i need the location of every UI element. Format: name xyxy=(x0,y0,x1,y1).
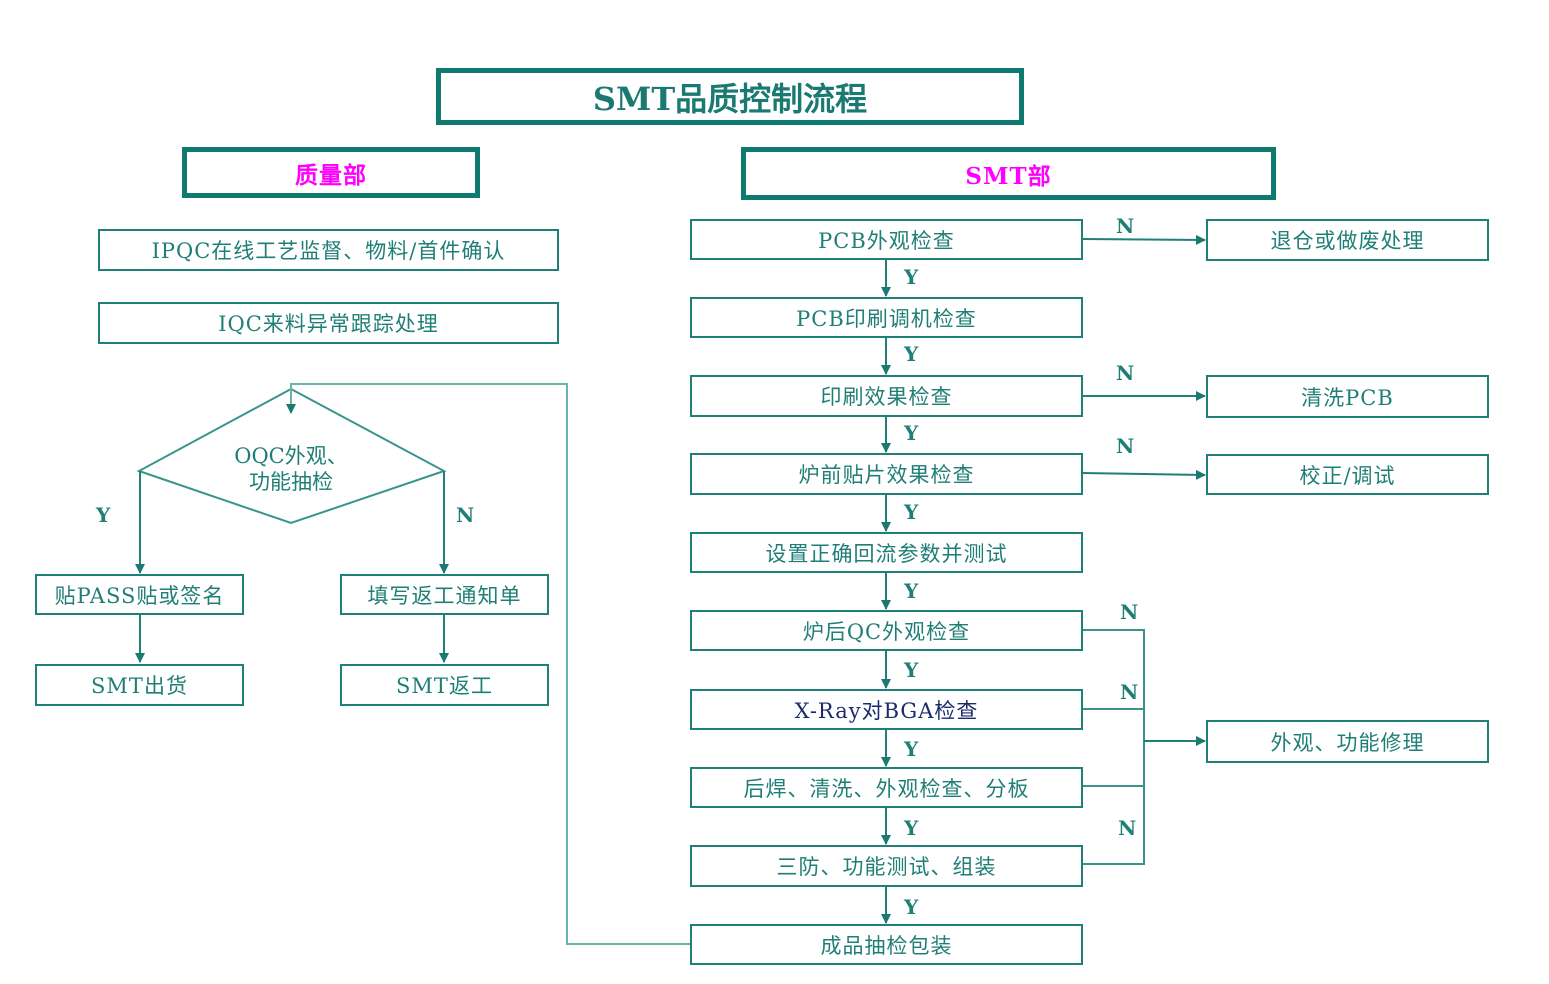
repair-bus xyxy=(1082,629,1145,865)
ipqc-task-box: IPQC在线工艺监督、物料/首件确认 xyxy=(98,229,559,271)
n-label: N xyxy=(1116,361,1135,385)
oqc-decision-line2: 功能抽检 xyxy=(249,470,333,494)
smt-rework-box: SMT返工 xyxy=(340,664,549,706)
rework-form-box: 填写返工通知单 xyxy=(340,574,549,615)
y-label: Y xyxy=(904,500,919,524)
n-label: N xyxy=(1120,680,1139,704)
smt-step-print-result: 印刷效果检查 xyxy=(690,375,1083,417)
smt-step-xray: X-Ray对BGA检查 xyxy=(690,689,1083,730)
y-label: Y xyxy=(904,342,919,366)
smt-step-pcb-visual: PCB外观检查 xyxy=(690,219,1083,260)
n-label: N xyxy=(1116,214,1135,238)
page-title: SMT品质控制流程 xyxy=(436,68,1024,125)
n-label: N xyxy=(1116,434,1135,458)
y-label: Y xyxy=(904,658,919,682)
smt-step-coating-test: 三防、功能测试、组装 xyxy=(690,845,1083,887)
smt-step-pre-oven: 炉前贴片效果检查 xyxy=(690,453,1083,495)
yes-label: Y xyxy=(96,503,111,527)
quality-dept-header: 质量部 xyxy=(182,147,480,198)
y-label: Y xyxy=(904,265,919,289)
smt-step-post-solder: 后焊、清洗、外观检查、分板 xyxy=(690,767,1083,808)
reject-connector xyxy=(1081,234,1206,245)
loop-connector xyxy=(286,383,691,945)
no-label: N xyxy=(456,503,475,527)
smt-step-reflow: 设置正确回流参数并测试 xyxy=(690,532,1083,573)
repair-box: 外观、功能修理 xyxy=(1206,720,1489,763)
oqc-decision-line1: OQC外观、 xyxy=(234,444,348,468)
y-label: Y xyxy=(904,816,919,840)
smt-ship-box: SMT出货 xyxy=(35,664,244,706)
smt-step-print-setup: PCB印刷调机检查 xyxy=(690,297,1083,338)
smt-dept-header: SMT部 xyxy=(741,147,1276,200)
y-label: Y xyxy=(904,737,919,761)
smt-step-post-oven-qc: 炉后QC外观检查 xyxy=(690,610,1083,651)
oqc-decision-diamond xyxy=(136,387,447,525)
smt-step-packing: 成品抽检包装 xyxy=(690,924,1083,965)
y-label: Y xyxy=(904,895,919,919)
n-label: N xyxy=(1120,600,1139,624)
calibrate-box: 校正/调试 xyxy=(1206,454,1489,495)
n-label: N xyxy=(1118,816,1137,840)
pass-sign-box: 贴PASS贴或签名 xyxy=(35,574,244,615)
y-label: Y xyxy=(904,579,919,603)
y-label: Y xyxy=(904,421,919,445)
iqc-task-box: IQC来料异常跟踪处理 xyxy=(98,302,559,344)
calibrate-connector xyxy=(1081,469,1206,480)
clean-pcb-box: 清洗PCB xyxy=(1206,375,1489,418)
reject-action-box: 退仓或做废处理 xyxy=(1206,219,1489,261)
oqc-decision-label: OQC外观、 功能抽检 xyxy=(191,443,391,495)
